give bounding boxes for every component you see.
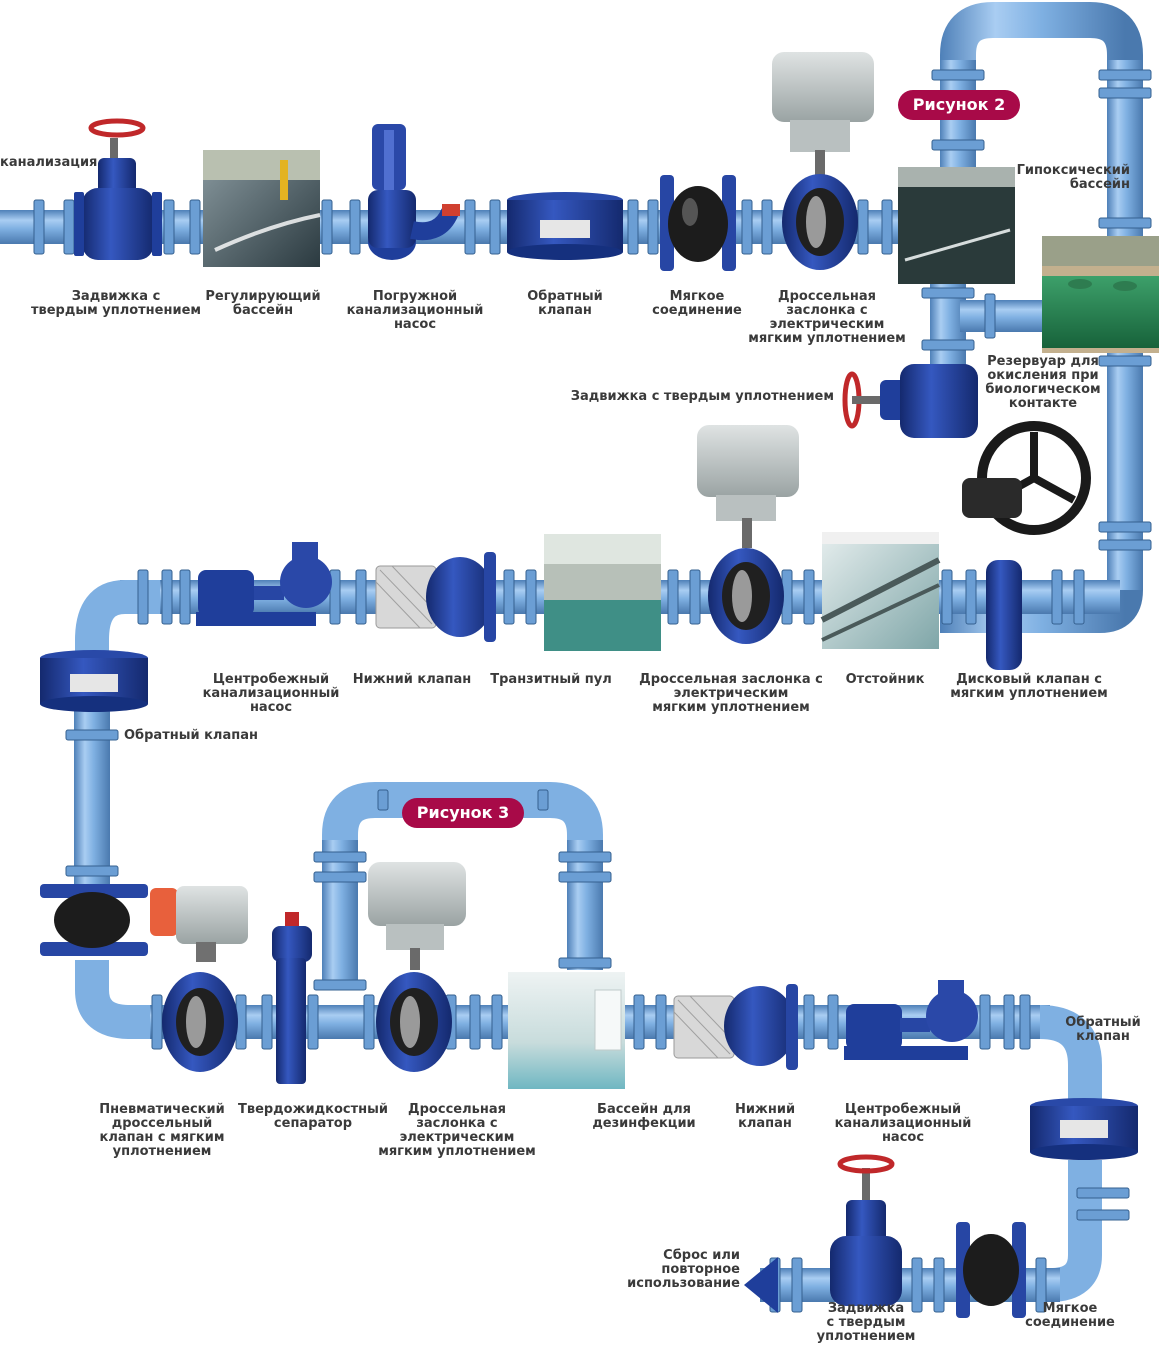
label-check-valve-2: Обратный клапан: [124, 728, 258, 743]
soft-joint-2-icon: [956, 1222, 1026, 1318]
label-centrifugal-pump-1: Центробежный канализационный насос: [202, 672, 340, 715]
label-gate-valve-1: Задвижка с твердым уплотнением: [30, 289, 202, 318]
label-disc-valve: Дисковый клапан с мягким уплотнением: [950, 672, 1108, 701]
label-check-valve-1: Обратный клапан: [527, 289, 603, 318]
label-centrifugal-pump-2: Центробежный канализационный насос: [834, 1102, 972, 1145]
check-valve-3-icon: [1030, 1098, 1138, 1160]
electric-butterfly-valve-2-icon: [697, 425, 799, 644]
label-settler: Отстойник: [845, 672, 925, 687]
label-sewage: канализация: [0, 155, 98, 170]
label-regulating-basin: Регулирующий бассейн: [205, 289, 321, 318]
centrifugal-pump-1-icon: [196, 542, 332, 626]
label-soft-joint-2: Мягкое соединение: [1025, 1301, 1115, 1330]
soft-joint-vertical-icon: [40, 884, 148, 956]
check-valve-1-icon: [507, 192, 623, 260]
label-gate-valve-2: Задвижка с твердым уплотнением: [570, 389, 834, 404]
discharge-arrow-icon: [744, 1257, 778, 1313]
regulating-basin-image: [203, 150, 321, 267]
foot-valve-1-icon: [375, 552, 496, 642]
label-butterfly-1: Дроссельная заслонка с электрическим мяг…: [748, 289, 906, 346]
gate-valve-3-icon: [830, 1154, 902, 1306]
disc-valve-icon: [962, 421, 1091, 670]
figure-2-badge: Рисунок 2: [898, 90, 1020, 120]
disinfection-pool-image: [508, 972, 625, 1089]
gate-valve-1-icon: [74, 118, 162, 260]
electric-butterfly-valve-3-icon: [368, 862, 466, 1072]
label-disinfection-pool: Бассейн для дезинфекции: [592, 1102, 696, 1131]
pneumatic-butterfly-valve-icon: [150, 886, 248, 1072]
gate-valve-2-icon: [842, 364, 978, 438]
hypoxic-basin-image: [898, 167, 1015, 284]
label-bio-tank: Резервуар для окисления при биологическо…: [985, 354, 1101, 411]
solid-liquid-separator-icon: [272, 912, 312, 1084]
label-butterfly-2: Дроссельная заслонка с электрическим мяг…: [639, 672, 823, 715]
label-hypoxic-basin: Гипоксический бассейн: [1016, 163, 1130, 192]
label-submersible-pump: Погружной канализационный насос: [346, 289, 484, 332]
label-pneumatic-valve: Пневматический дроссельный клапан с мягк…: [99, 1102, 225, 1159]
label-soft-joint-1: Мягкое соединение: [652, 289, 742, 318]
settling-tank-image: [820, 532, 941, 649]
label-foot-valve-1: Нижний клапан: [352, 672, 472, 687]
figure-3-badge: Рисунок 3: [402, 798, 524, 828]
check-valve-2-icon: [40, 650, 148, 712]
label-discharge: Сброс или повторное использование: [627, 1248, 740, 1291]
transit-pool-image: [544, 534, 661, 651]
foot-valve-2-icon: [673, 984, 798, 1070]
centrifugal-pump-2-icon: [844, 980, 978, 1060]
bio-contact-oxidation-tank-image: [1042, 236, 1159, 353]
submersible-pump-icon: [368, 124, 460, 260]
label-check-valve-3: Обратный клапан: [1065, 1015, 1141, 1044]
soft-joint-1-icon: [660, 175, 736, 271]
label-transit-pool: Транзитный пул: [490, 672, 612, 687]
label-foot-valve-2: Нижний клапан: [734, 1102, 796, 1131]
label-gate-valve-3: Задвижка с твердым уплотнением: [816, 1301, 916, 1344]
label-separator: Твердожидкостный сепаратор: [237, 1102, 389, 1131]
label-butterfly-3: Дроссельная заслонка с электрическим мяг…: [378, 1102, 536, 1159]
electric-butterfly-valve-1-icon: [772, 52, 874, 270]
